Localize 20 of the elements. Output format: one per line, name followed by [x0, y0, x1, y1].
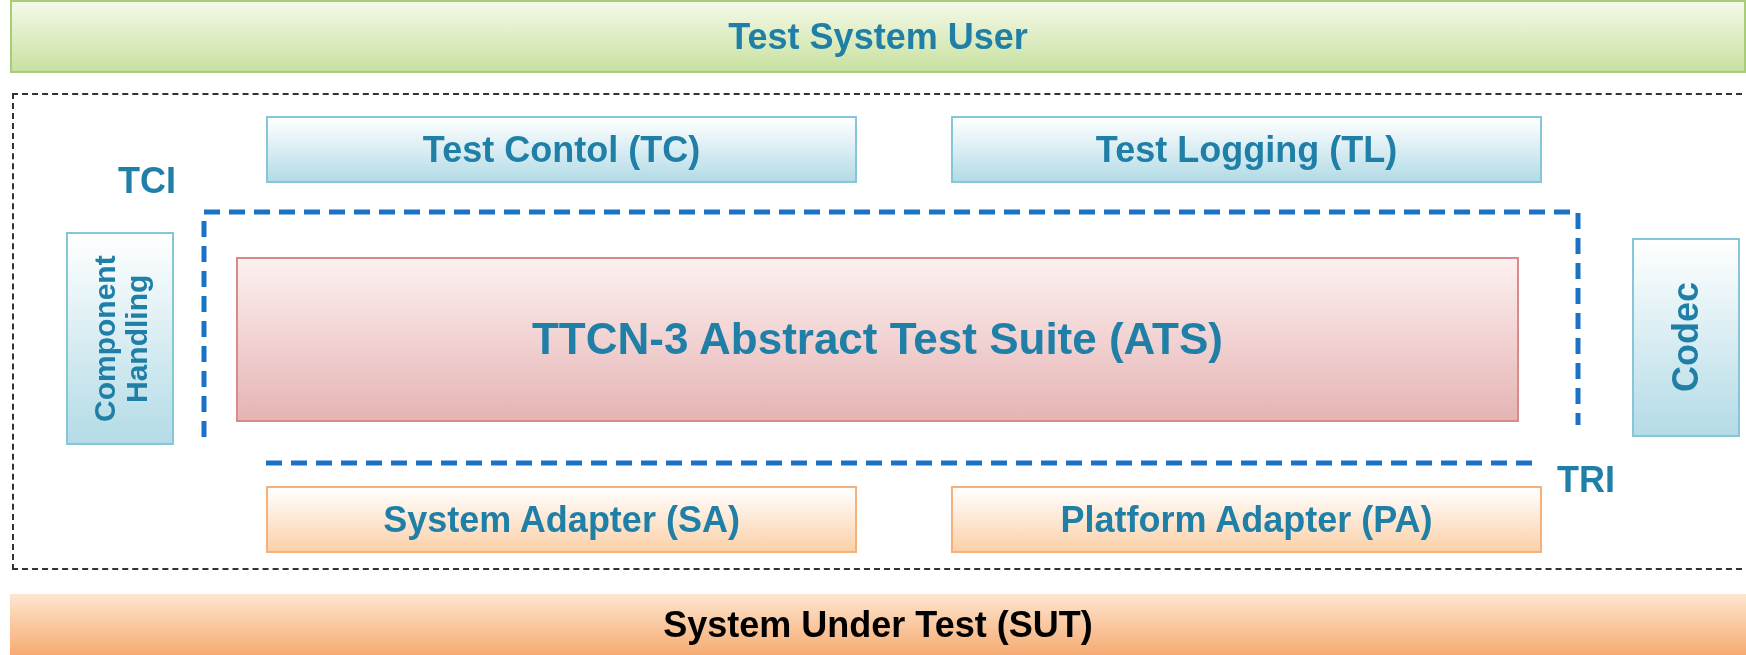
sut-band	[10, 594, 1746, 655]
interface-label: TCI	[118, 163, 176, 199]
node-label: Test Logging (TL)	[1095, 130, 1398, 169]
node-label: Component Handling	[88, 254, 152, 424]
component-box	[951, 116, 1542, 183]
node-label: System Under Test (SUT)	[663, 605, 1093, 644]
adapter-box	[266, 486, 857, 553]
adapter-box	[951, 486, 1542, 553]
component-box	[1632, 238, 1740, 437]
node-label: Test System User	[728, 17, 1028, 56]
interface-label: TRI	[1557, 462, 1615, 498]
node-label: Codec	[1667, 282, 1705, 393]
node-label: Test Contol (TC)	[422, 130, 701, 169]
component-box	[266, 116, 857, 183]
test-suite-box	[236, 257, 1519, 422]
node-label: System Adapter (SA)	[383, 500, 740, 539]
component-box	[66, 232, 174, 445]
user-band	[10, 0, 1746, 73]
node-label: TTCN-3 Abstract Test Suite (ATS)	[532, 316, 1223, 363]
node-label: Platform Adapter (PA)	[1060, 500, 1433, 539]
